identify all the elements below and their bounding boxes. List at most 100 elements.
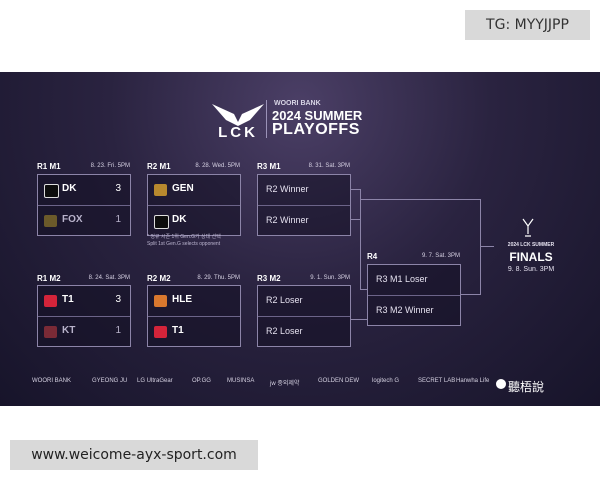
r1m1-team-bottom: FOX 1 — [38, 205, 130, 236]
r1m2-team-top: T1 3 — [38, 286, 130, 316]
sponsor-secretlab: SECRET LAB — [418, 378, 456, 384]
team-name: T1 — [62, 294, 74, 305]
r2m2-header: R2 M2 8. 29. Thu. 5PM — [147, 274, 240, 284]
team-score: 3 — [115, 183, 121, 194]
trophy-icon — [522, 218, 534, 237]
r4-slot-bottom: R3 M2 Winner — [368, 295, 460, 326]
match-r3m1[interactable]: R2 Winner R2 Winner — [257, 174, 351, 236]
sponsor-bar: WOORI BANK GYEONG JU LG UltraGear OP.GG … — [0, 372, 600, 392]
sponsor-woori-bank: WOORI BANK — [32, 378, 72, 384]
team-name: T1 — [172, 325, 184, 336]
title-divider — [266, 100, 267, 138]
sponsor-musinsa: MUSINSA — [227, 378, 255, 384]
r3m2-slot-bottom: R2 Loser — [258, 316, 350, 347]
slot-label: R2 Loser — [266, 295, 303, 305]
connector — [350, 319, 367, 320]
r3m1-date: 8. 31. Sat. 3PM — [308, 163, 350, 169]
r3m1-id: R3 M1 — [257, 162, 281, 171]
kt-logo-icon — [44, 326, 57, 338]
connector — [350, 189, 360, 190]
sponsor-lg-ultragear: LG UltraGear — [137, 378, 173, 384]
slot-label: R3 M2 Winner — [376, 305, 434, 315]
r3m2-slot-top: R2 Loser — [258, 286, 350, 316]
match-r1m2[interactable]: T1 3 KT 1 — [37, 285, 131, 347]
r3m2-header: R3 M2 9. 1. Sun. 3PM — [257, 274, 350, 284]
seed-note-korean: * 정규 시즌 1위 Gen.G가 상대 선택 — [147, 234, 221, 240]
r1m2-header: R1 M2 8. 24. Sat. 3PM — [37, 274, 130, 284]
slot-label: R2 Winner — [266, 184, 309, 194]
r2m2-id: R2 M2 — [147, 274, 171, 283]
r1m1-id: R1 M1 — [37, 162, 61, 171]
r1m1-date: 8. 23. Fri. 5PM — [90, 163, 130, 169]
sponsor-golden-dew: GOLDEN DEW — [318, 378, 360, 384]
sponsor-hanwha-life: Hanwha Life — [456, 378, 490, 384]
team-score: 1 — [115, 214, 121, 225]
team-name: DK — [62, 183, 77, 194]
r4-id: R4 — [367, 252, 378, 261]
slot-label: R2 Loser — [266, 326, 303, 336]
seed-note: * 정규 시즌 1위 Gen.G가 상대 선택 Split 1st Gen.G … — [147, 234, 257, 248]
r2m2-team-bottom: T1 — [148, 316, 240, 347]
r3m2-date: 9. 1. Sun. 3PM — [310, 275, 350, 281]
r1m2-team-bottom: KT 1 — [38, 316, 130, 347]
connector — [480, 199, 481, 295]
hle-logo-icon — [154, 295, 167, 307]
match-r2m2[interactable]: HLE T1 — [147, 285, 241, 347]
team-score: 1 — [115, 325, 121, 336]
match-r2m1[interactable]: GEN DK — [147, 174, 241, 236]
dk-logo-icon — [154, 215, 169, 229]
r4-slot-top: R3 M1 Loser — [368, 265, 460, 295]
connector — [360, 199, 480, 200]
paw-icon — [496, 379, 506, 389]
team-name: GEN — [172, 183, 194, 194]
sponsor-logitech: logitech G — [372, 378, 400, 384]
match-r3m2[interactable]: R2 Loser R2 Loser — [257, 285, 351, 347]
sponsor-gyeongju: GYEONG JU — [92, 378, 128, 384]
lck-wings-logo-icon — [212, 104, 264, 126]
sponsor-opgg: OP.GG — [192, 378, 211, 384]
title-line1: 2024 SUMMER — [272, 108, 363, 123]
r1m1-header: R1 M1 8. 23. Fri. 5PM — [37, 162, 130, 172]
r2m1-header: R2 M1 8. 28. Wed. 5PM — [147, 162, 240, 172]
connector — [360, 189, 361, 290]
r3m2-id: R3 M2 — [257, 274, 281, 283]
telegram-label: TG: MYYJJPP — [465, 10, 590, 40]
connector — [350, 219, 360, 220]
slot-label: R3 M1 Loser — [376, 274, 428, 284]
r2m1-team-bottom: DK — [148, 205, 240, 236]
dk-logo-icon — [44, 184, 59, 198]
finals-title: FINALS — [509, 250, 553, 264]
t1-logo-icon — [154, 326, 167, 338]
r1m2-date: 8. 24. Sat. 3PM — [88, 275, 130, 281]
r1m2-id: R1 M2 — [37, 274, 61, 283]
team-name: DK — [172, 214, 187, 225]
r4-date: 9. 7. Sat. 3PM — [421, 253, 460, 259]
sponsor-jw: jw 중외제약 — [270, 381, 300, 387]
r2m1-id: R2 M1 — [147, 162, 171, 171]
watermark-text: 聽梧說 — [508, 380, 545, 394]
website-label: www.weicome-ayx-sport.com — [10, 440, 258, 470]
lck-logo-text: LCK — [218, 124, 258, 141]
team-name: FOX — [62, 214, 83, 225]
r2m1-date: 8. 28. Wed. 5PM — [195, 163, 240, 169]
finals-date: 9. 8. Sun. 3PM — [507, 266, 555, 273]
r3m1-slot-top: R2 Winner — [258, 175, 350, 205]
r2m2-date: 8. 29. Thu. 5PM — [197, 275, 240, 281]
r2m2-team-top: HLE — [148, 286, 240, 316]
match-r4[interactable]: R3 M1 Loser R3 M2 Winner — [367, 264, 461, 326]
title-line2: PLAYOFFS — [272, 121, 360, 138]
r3m1-slot-bottom: R2 Winner — [258, 205, 350, 236]
t1-logo-icon — [44, 295, 57, 307]
team-score: 3 — [115, 294, 121, 305]
connector — [460, 294, 480, 295]
fox-logo-icon — [44, 215, 57, 227]
playoffs-poster: LCK WOORI BANK 2024 SUMMER PLAYOFFS R1 M… — [0, 72, 600, 406]
finals-subtitle: 2024 LCK SUMMER — [507, 242, 555, 248]
connector — [360, 289, 367, 290]
r1m1-team-top: DK 3 — [38, 175, 130, 205]
slot-label: R2 Winner — [266, 215, 309, 225]
r2m1-team-top: GEN — [148, 175, 240, 205]
match-r1m1[interactable]: DK 3 FOX 1 — [37, 174, 131, 236]
title-sponsor: WOORI BANK — [274, 100, 321, 107]
team-name: HLE — [172, 294, 192, 305]
